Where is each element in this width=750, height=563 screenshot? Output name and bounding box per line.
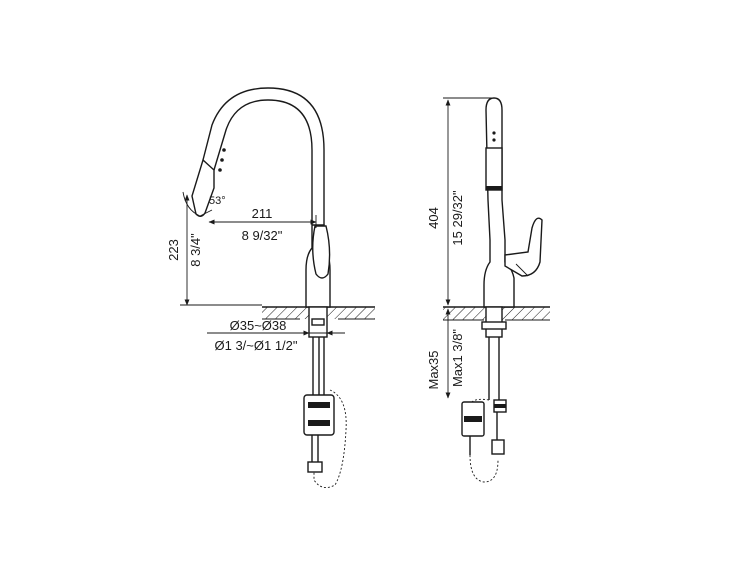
front-view: 211 8 9/32" 53° 223 8 3/4" Ø35~Ø38 Ø1 3/… — [166, 87, 375, 489]
reach-inch-label: 8 9/32" — [242, 228, 283, 243]
height-dimension-front — [180, 194, 262, 306]
height-inch-label: 8 3/4" — [188, 233, 203, 267]
total-height-mm-label: 404 — [426, 207, 441, 229]
total-height-dimension — [443, 97, 494, 306]
shank-side — [461, 306, 507, 483]
shank-front — [303, 306, 347, 489]
faucet-body-front — [191, 87, 331, 308]
spray-angle-label: 53° — [209, 195, 226, 207]
deck-thickness-dimension — [443, 308, 484, 399]
deck-thickness-mm-label: Max35 — [426, 350, 441, 389]
total-height-inch-label: 15 29/32" — [450, 190, 465, 246]
side-view: 404 15 29/32" Max35 Max1 3/8" — [426, 97, 550, 483]
deck-thickness-inch-label: Max1 3/8" — [450, 329, 465, 387]
hole-diameter-inch-label: Ø1 3/~Ø1 1/2" — [214, 338, 297, 353]
reach-mm-label: 211 — [252, 206, 273, 221]
faucet-body-side — [483, 97, 543, 308]
height-mm-label: 223 — [166, 239, 181, 261]
reach-dimension — [208, 215, 317, 228]
hole-diameter-mm-label: Ø35~Ø38 — [230, 318, 287, 333]
